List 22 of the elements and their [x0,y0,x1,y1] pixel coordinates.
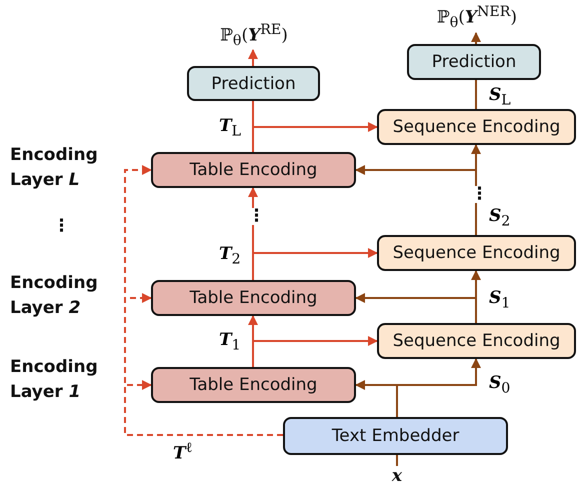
prediction-box: Prediction [407,44,541,80]
table-encoding-box: Table Encoding [151,152,356,188]
arrow [252,248,378,280]
sequence-encoding-box: Sequence Encoding [377,323,576,359]
layer-label: Encoding Layer L [10,144,99,192]
layer-label: Encoding Layer 1 [10,356,99,404]
layer-label: Encoding Layer 2 [10,272,99,320]
arrow [248,49,258,66]
table-encoding-box: Table Encoding [151,367,356,403]
sequence-encoding-box: Sequence Encoding [377,235,576,271]
input-symbol: x [387,466,407,486]
prediction-box: Prediction [187,66,320,101]
arrow [471,32,481,44]
arrow [252,336,378,367]
table-encoding-box: Table Encoding [151,280,356,316]
arrow [355,293,477,323]
arrow [252,122,378,152]
arrow [355,380,398,417]
output-formula: ℙ$_{θ}$(Y$^{RE}$) [196,22,312,50]
sequence-encoding-box: Sequence Encoding [377,109,576,145]
output-formula: ℙ$_{θ}$(Y$^{NER}$) [416,3,538,33]
text-embedder-box: Text Embedder [283,417,508,455]
